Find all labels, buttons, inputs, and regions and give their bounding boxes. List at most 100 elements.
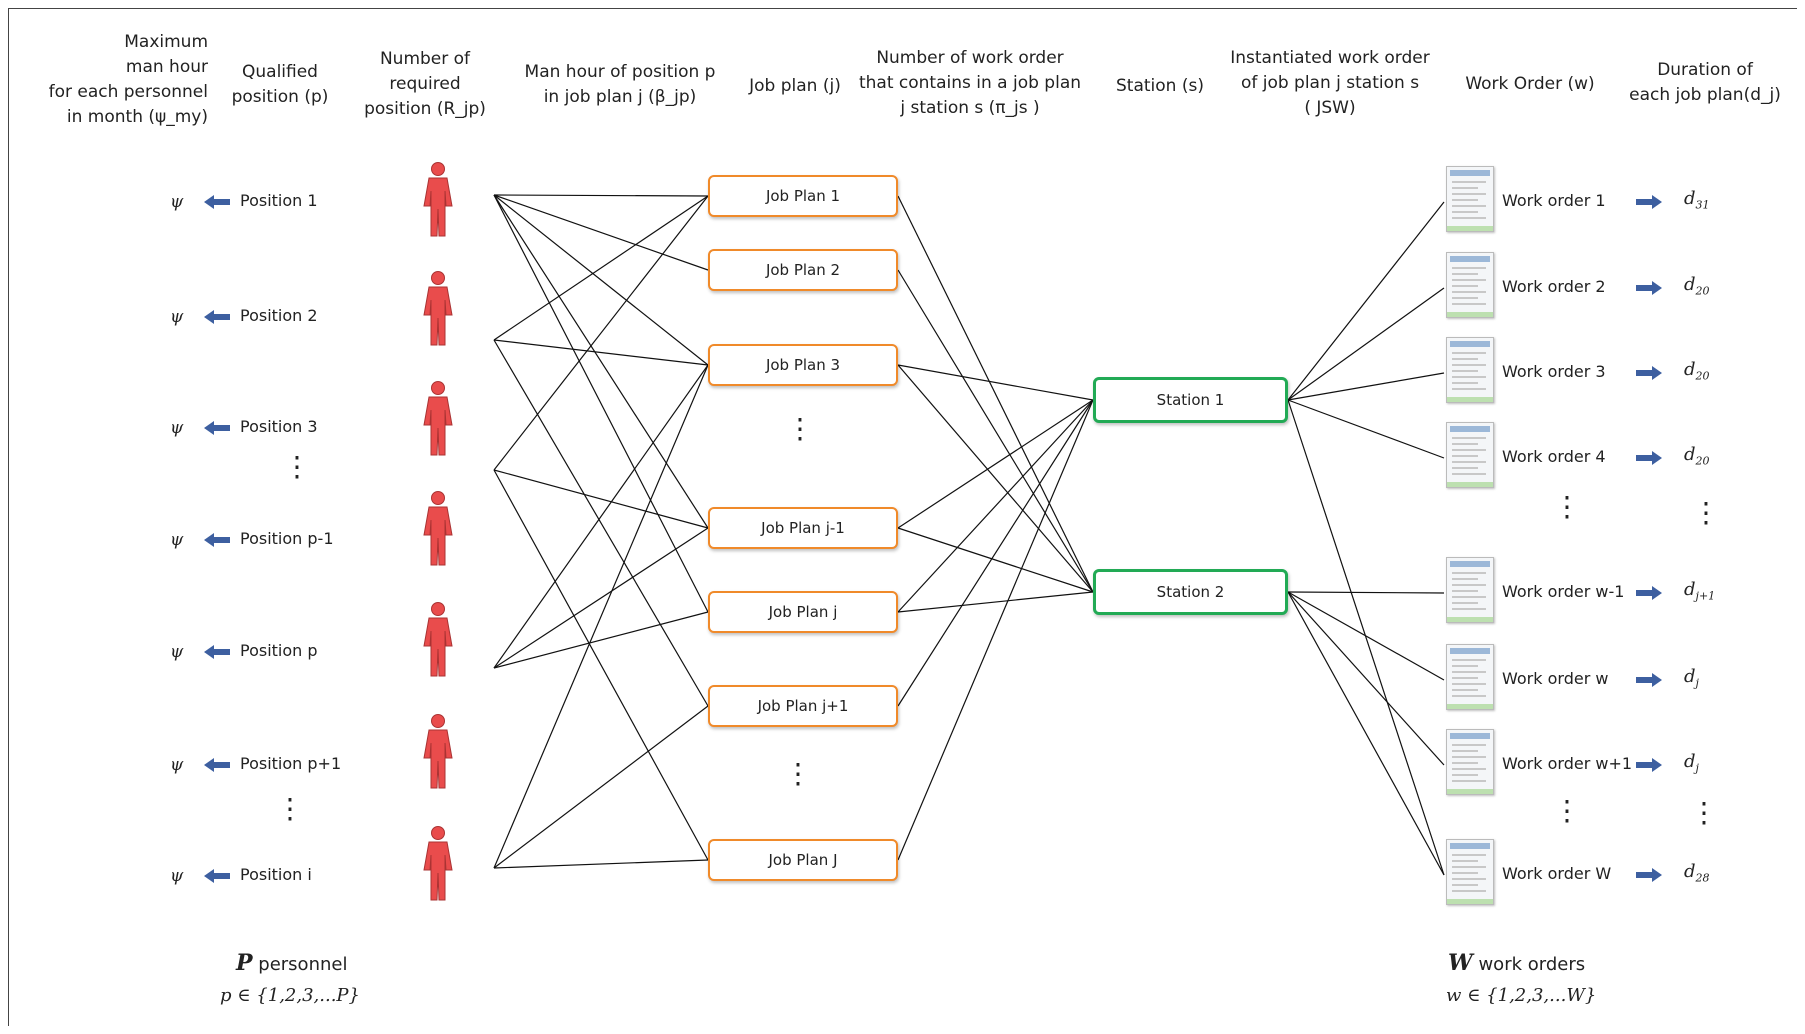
psi-symbol: ψ (170, 530, 184, 550)
work-orders-symbol: W (1448, 950, 1473, 976)
header-line: in job plan j (β_jp) (543, 87, 697, 107)
connection-line (897, 195, 1094, 593)
header-line: Job plan (j) (749, 76, 841, 96)
connection-line (493, 469, 709, 861)
psi-symbol: ψ (170, 307, 184, 327)
arrow-left-icon (204, 421, 230, 435)
person-icon (418, 270, 458, 348)
work-order-label: Work order w-1 (1502, 582, 1625, 601)
connection-line (1287, 372, 1445, 401)
header-line: of job plan j station s (1240, 73, 1420, 93)
footer-work-orders-set: w ∈ {1,2,3,...W} (1446, 985, 1596, 1006)
psi-symbol: ψ (170, 642, 184, 662)
vertical-ellipsis: ⋮ (1690, 796, 1718, 829)
connection-line (493, 364, 709, 869)
header-required-position: Number of required position (R_jp) (360, 47, 490, 122)
header-line: Duration of (1657, 60, 1753, 80)
footer-personnel-set: p ∈ {1,2,3,...P} (220, 985, 360, 1006)
vertical-ellipsis: ⋮ (283, 450, 311, 483)
person-icon (418, 825, 458, 903)
station-box: Station 1 (1093, 377, 1288, 423)
person-icon (418, 490, 458, 568)
connection-line (493, 194, 709, 529)
position-label: Position p-1 (240, 529, 334, 548)
personnel-label: personnel (258, 954, 348, 975)
duration-value: dj (1684, 666, 1699, 690)
psi-symbol: ψ (170, 866, 184, 886)
work-order-label: Work order w+1 (1502, 754, 1633, 773)
header-line: Instantiated work order (1230, 48, 1430, 68)
position-label: Position p (240, 641, 318, 660)
job-plan-box: Job Plan 1 (708, 175, 898, 217)
arrow-left-icon (204, 533, 230, 547)
arrow-right-icon (1636, 758, 1662, 772)
duration-value: d20 (1684, 274, 1710, 298)
document-icon (1446, 729, 1494, 795)
vertical-ellipsis: ⋮ (276, 792, 304, 825)
psi-symbol: ψ (170, 755, 184, 775)
header-line: Station (s) (1116, 76, 1204, 96)
work-orders-set: w ∈ {1,2,3,...W} (1446, 985, 1597, 1006)
arrow-right-icon (1636, 673, 1662, 687)
person-icon (418, 601, 458, 679)
diagram-frame (8, 8, 1797, 1026)
connection-line (1287, 399, 1445, 876)
connection-line (897, 591, 1094, 613)
connection-line (897, 364, 1094, 593)
position-label: Position p+1 (240, 754, 342, 773)
header-work-order: Work Order (w) (1450, 72, 1610, 97)
header-instantiated: Instantiated work order of job plan j st… (1225, 46, 1435, 121)
connection-line (493, 339, 709, 707)
duration-value: dj (1684, 751, 1699, 775)
header-line: Maximum (124, 32, 208, 52)
person-icon (418, 161, 458, 239)
connection-line (493, 469, 709, 529)
arrow-left-icon (204, 758, 230, 772)
work-order-label: Work order 4 (1502, 447, 1606, 466)
header-line: position (p) (231, 87, 329, 107)
header-line: ( JSW) (1304, 98, 1356, 118)
header-line: for each personnel (48, 82, 208, 102)
work-orders-label: work orders (1478, 954, 1586, 975)
connection-line (493, 859, 709, 869)
footer-personnel: P personnel (236, 950, 347, 976)
connection-line (493, 364, 709, 669)
header-work-order-count: Number of work order that contains in a … (855, 46, 1085, 121)
job-plan-box: Job Plan 3 (708, 344, 898, 386)
header-qualified-position: Qualified position (p) (215, 60, 345, 110)
work-order-label: Work order 1 (1502, 191, 1606, 210)
header-line: that contains in a job plan (858, 73, 1082, 93)
arrow-right-icon (1636, 451, 1662, 465)
connection-line (897, 527, 1094, 593)
header-line: in month (ψ_my) (66, 107, 208, 127)
header-line: Work Order (w) (1465, 74, 1595, 94)
connection-line (493, 527, 709, 669)
connection-line (1287, 591, 1445, 766)
arrow-left-icon (204, 869, 230, 883)
psi-symbol: ψ (170, 418, 184, 438)
header-duration: Duration of each job plan(d_j) (1620, 58, 1790, 108)
personnel-set: p ∈ {1,2,3,...P} (220, 985, 360, 1006)
vertical-ellipsis: ⋮ (1553, 794, 1581, 827)
arrow-right-icon (1636, 366, 1662, 380)
job-plan-box: Job Plan j-1 (708, 507, 898, 549)
connection-line (493, 194, 709, 271)
vertical-ellipsis: ⋮ (1692, 496, 1720, 529)
connection-line (493, 194, 709, 366)
header-line: man hour (125, 57, 208, 77)
connection-line (493, 195, 709, 471)
connection-line (1287, 591, 1445, 594)
connection-line (897, 399, 1094, 613)
connection-line (1287, 591, 1445, 876)
connection-line (493, 194, 709, 613)
connection-line (1287, 201, 1445, 401)
duration-value: d31 (1684, 188, 1710, 212)
arrow-left-icon (204, 310, 230, 324)
header-line: Number of (379, 49, 471, 69)
connection-line (897, 269, 1094, 593)
arrow-right-icon (1636, 868, 1662, 882)
arrow-right-icon (1636, 586, 1662, 600)
connection-line (1287, 399, 1445, 459)
vertical-ellipsis: ⋮ (784, 757, 812, 790)
